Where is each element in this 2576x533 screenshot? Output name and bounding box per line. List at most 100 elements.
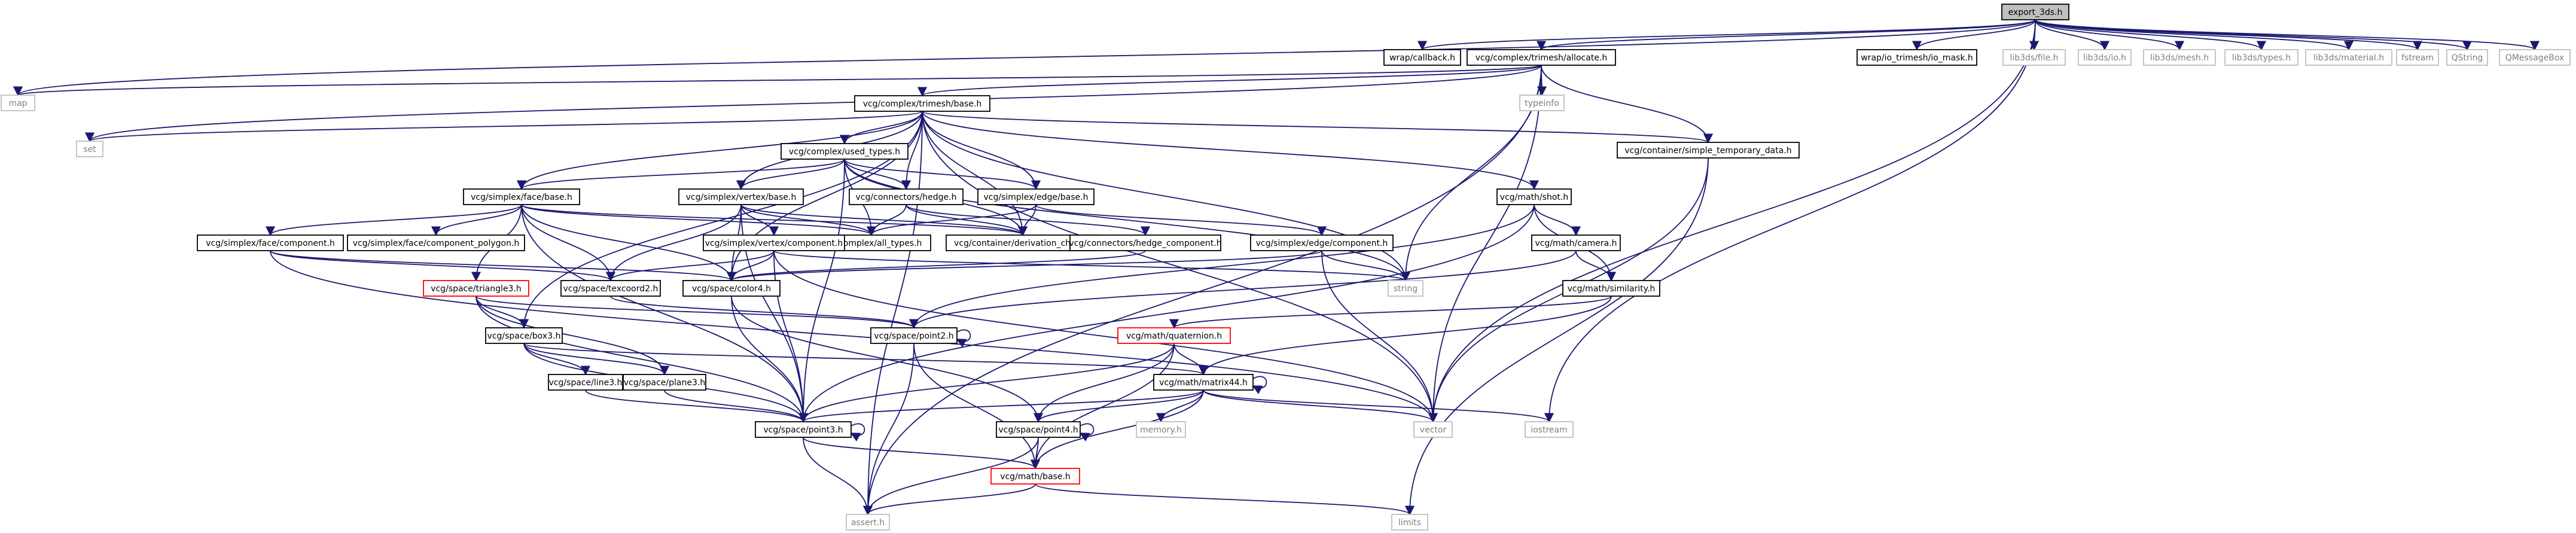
node-allocate[interactable]: vcg/complex/trimesh/allocate.h — [1467, 49, 1616, 66]
edge-box3-to-plane3 — [523, 343, 669, 376]
edge-hedge-to-deriv_chain — [906, 204, 1028, 236]
node-point2-box — [870, 327, 958, 344]
node-quaternion-label: vcg/math/quaternion.h — [1126, 331, 1222, 341]
edge-triangle3-to-plane3 — [475, 296, 670, 376]
node-similarity[interactable]: vcg/math/similarity.h — [1562, 280, 1660, 297]
node-plane3[interactable]: vcg/space/plane3.h — [623, 374, 706, 391]
node-face_base[interactable]: vcg/simplex/face/base.h — [463, 188, 580, 205]
node-lib3ds_material-box — [2305, 49, 2392, 66]
node-camera-label: vcg/math/camera.h — [1535, 239, 1617, 248]
edge-export_3ds-to-lib3ds_mesh — [2035, 19, 2184, 51]
node-lib3ds_types: lib3ds/types.h — [2224, 49, 2298, 66]
edge-face_base-to-all_types — [521, 204, 876, 236]
node-string: string — [1388, 280, 1423, 297]
edge-shot-to-point3 — [798, 204, 1535, 423]
node-export_3ds-label: export_3ds.h — [2008, 8, 2063, 17]
edge-allocate-to-assert — [862, 65, 1542, 516]
edge-edge_base-to-all_types — [867, 204, 1037, 236]
node-edge_comp[interactable]: vcg/simplex/edge/component.h — [1250, 234, 1394, 251]
node-point4[interactable]: vcg/space/point4.h — [996, 421, 1081, 438]
edge-point2-to-point2 — [956, 329, 971, 348]
edge-matrix44-to-iostream — [1203, 389, 1554, 423]
node-point3[interactable]: vcg/space/point3.h — [755, 421, 852, 438]
dependency-edges — [13, 19, 2540, 516]
edge-triangle3-to-box3 — [475, 296, 529, 329]
node-face_comp[interactable]: vcg/simplex/face/component.h — [197, 234, 344, 251]
node-map: map — [1, 95, 35, 111]
node-box3[interactable]: vcg/space/box3.h — [485, 327, 563, 344]
edge-shot-to-camera — [1534, 204, 1581, 236]
edge-point2-to-assert — [862, 343, 914, 516]
edge-quaternion-to-matrix44 — [1173, 343, 1209, 376]
edge-vertex_comp-to-string — [773, 250, 1410, 282]
node-point2[interactable]: vcg/space/point2.h — [870, 327, 958, 344]
node-callback[interactable]: wrap/callback.h — [1383, 49, 1461, 66]
edge-simple_temp-to-limits — [1404, 157, 1709, 516]
node-hedge-label: vcg/connectors/hedge.h — [856, 193, 957, 202]
edge-vertex_base-to-texcoord2 — [605, 204, 742, 282]
node-hedge_comp[interactable]: vcg/connectors/hedge_component.h — [1069, 234, 1222, 251]
node-math_base-box — [990, 468, 1080, 485]
node-matrix44[interactable]: vcg/math/matrix44.h — [1153, 374, 1254, 391]
node-color4-box — [682, 280, 781, 297]
node-io_mask-label: wrap/io_trimesh/io_mask.h — [1861, 53, 1973, 63]
node-lib3ds_file: lib3ds/file.h — [2002, 49, 2066, 66]
node-vector-box — [1413, 421, 1453, 438]
node-callback-box — [1383, 49, 1461, 66]
node-limits-box — [1391, 514, 1428, 531]
edge-used_types-to-hedge — [844, 159, 911, 190]
node-export_3ds[interactable]: export_3ds.h — [2001, 4, 2069, 20]
node-shot[interactable]: vcg/math/shot.h — [1496, 188, 1572, 205]
node-vertex_base[interactable]: vcg/simplex/vertex/base.h — [678, 188, 804, 205]
node-hedge[interactable]: vcg/connectors/hedge.h — [849, 188, 964, 205]
node-simple_temp[interactable]: vcg/container/simple_temporary_data.h — [1617, 142, 1800, 159]
node-lib3ds_file-label: lib3ds/file.h — [2010, 53, 2058, 63]
node-similarity-label: vcg/math/similarity.h — [1568, 284, 1656, 294]
node-math_base-label: vcg/math/base.h — [1000, 472, 1071, 482]
node-math_base[interactable]: vcg/math/base.h — [990, 468, 1080, 485]
node-line3[interactable]: vcg/space/line3.h — [548, 374, 623, 391]
edge-edge_comp-to-vector — [1321, 250, 1438, 423]
edge-trimesh_base-to-face_base — [517, 111, 923, 190]
edge-point2-to-math_base — [913, 343, 1041, 470]
node-typeinfo: typeinfo — [1519, 95, 1565, 111]
node-edge_comp-box — [1250, 234, 1394, 251]
edge-trimesh_base-to-set — [85, 111, 923, 142]
node-lib3ds_io-label: lib3ds/io.h — [2083, 53, 2126, 63]
node-trimesh_base[interactable]: vcg/complex/trimesh/base.h — [854, 95, 990, 112]
node-hedge-box — [849, 188, 964, 205]
node-used_types[interactable]: vcg/complex/used_types.h — [781, 143, 909, 160]
node-edge_base[interactable]: vcg/simplex/edge/base.h — [977, 188, 1095, 205]
edge-triangle3-to-point3 — [475, 296, 809, 423]
edge-edge_base-to-deriv_chain — [1017, 204, 1037, 236]
node-io_mask[interactable]: wrap/io_trimesh/io_mask.h — [1856, 49, 1977, 66]
node-callback-label: wrap/callback.h — [1389, 53, 1455, 63]
node-shot-box — [1496, 188, 1572, 205]
node-trimesh_base-box — [854, 95, 990, 112]
node-texcoord2[interactable]: vcg/space/texcoord2.h — [560, 280, 661, 297]
node-camera[interactable]: vcg/math/camera.h — [1531, 234, 1621, 251]
edge-export_3ds-to-iostream — [1544, 19, 2036, 423]
edge-trimesh_base-to-assert — [862, 111, 923, 516]
node-triangle3[interactable]: vcg/space/triangle3.h — [423, 280, 529, 297]
node-color4[interactable]: vcg/space/color4.h — [682, 280, 781, 297]
edge-matrix44-to-point4 — [1034, 389, 1204, 423]
edge-export_3ds-to-lib3ds_io — [2035, 19, 2110, 51]
node-vertex_comp[interactable]: vcg/simplex/vertex/component.h — [703, 234, 845, 251]
node-face_comp_poly[interactable]: vcg/simplex/face/component_polygon.h — [347, 234, 525, 251]
node-quaternion[interactable]: vcg/math/quaternion.h — [1117, 327, 1231, 344]
edge-matrix44-to-matrix44 — [1252, 376, 1267, 394]
edge-face_base-to-texcoord2 — [521, 204, 616, 282]
edge-used_types-to-vertex_base — [736, 159, 845, 190]
node-export_3ds-box — [2001, 4, 2069, 20]
node-lib3ds_io: lib3ds/io.h — [2078, 49, 2132, 66]
edge-face_comp-to-vector — [270, 250, 1438, 423]
node-deriv_chain-label: vcg/container/derivation_chain.h — [954, 239, 1092, 248]
edge-box3-to-line3 — [523, 343, 591, 376]
node-point4-label: vcg/space/point4.h — [998, 425, 1078, 435]
node-set: set — [76, 141, 103, 157]
node-fstream-box — [2396, 49, 2439, 66]
node-lib3ds_mesh: lib3ds/mesh.h — [2143, 49, 2216, 66]
node-qmessagebox-box — [2499, 49, 2571, 66]
edge-trimesh_base-to-simple_temp — [922, 111, 1713, 144]
